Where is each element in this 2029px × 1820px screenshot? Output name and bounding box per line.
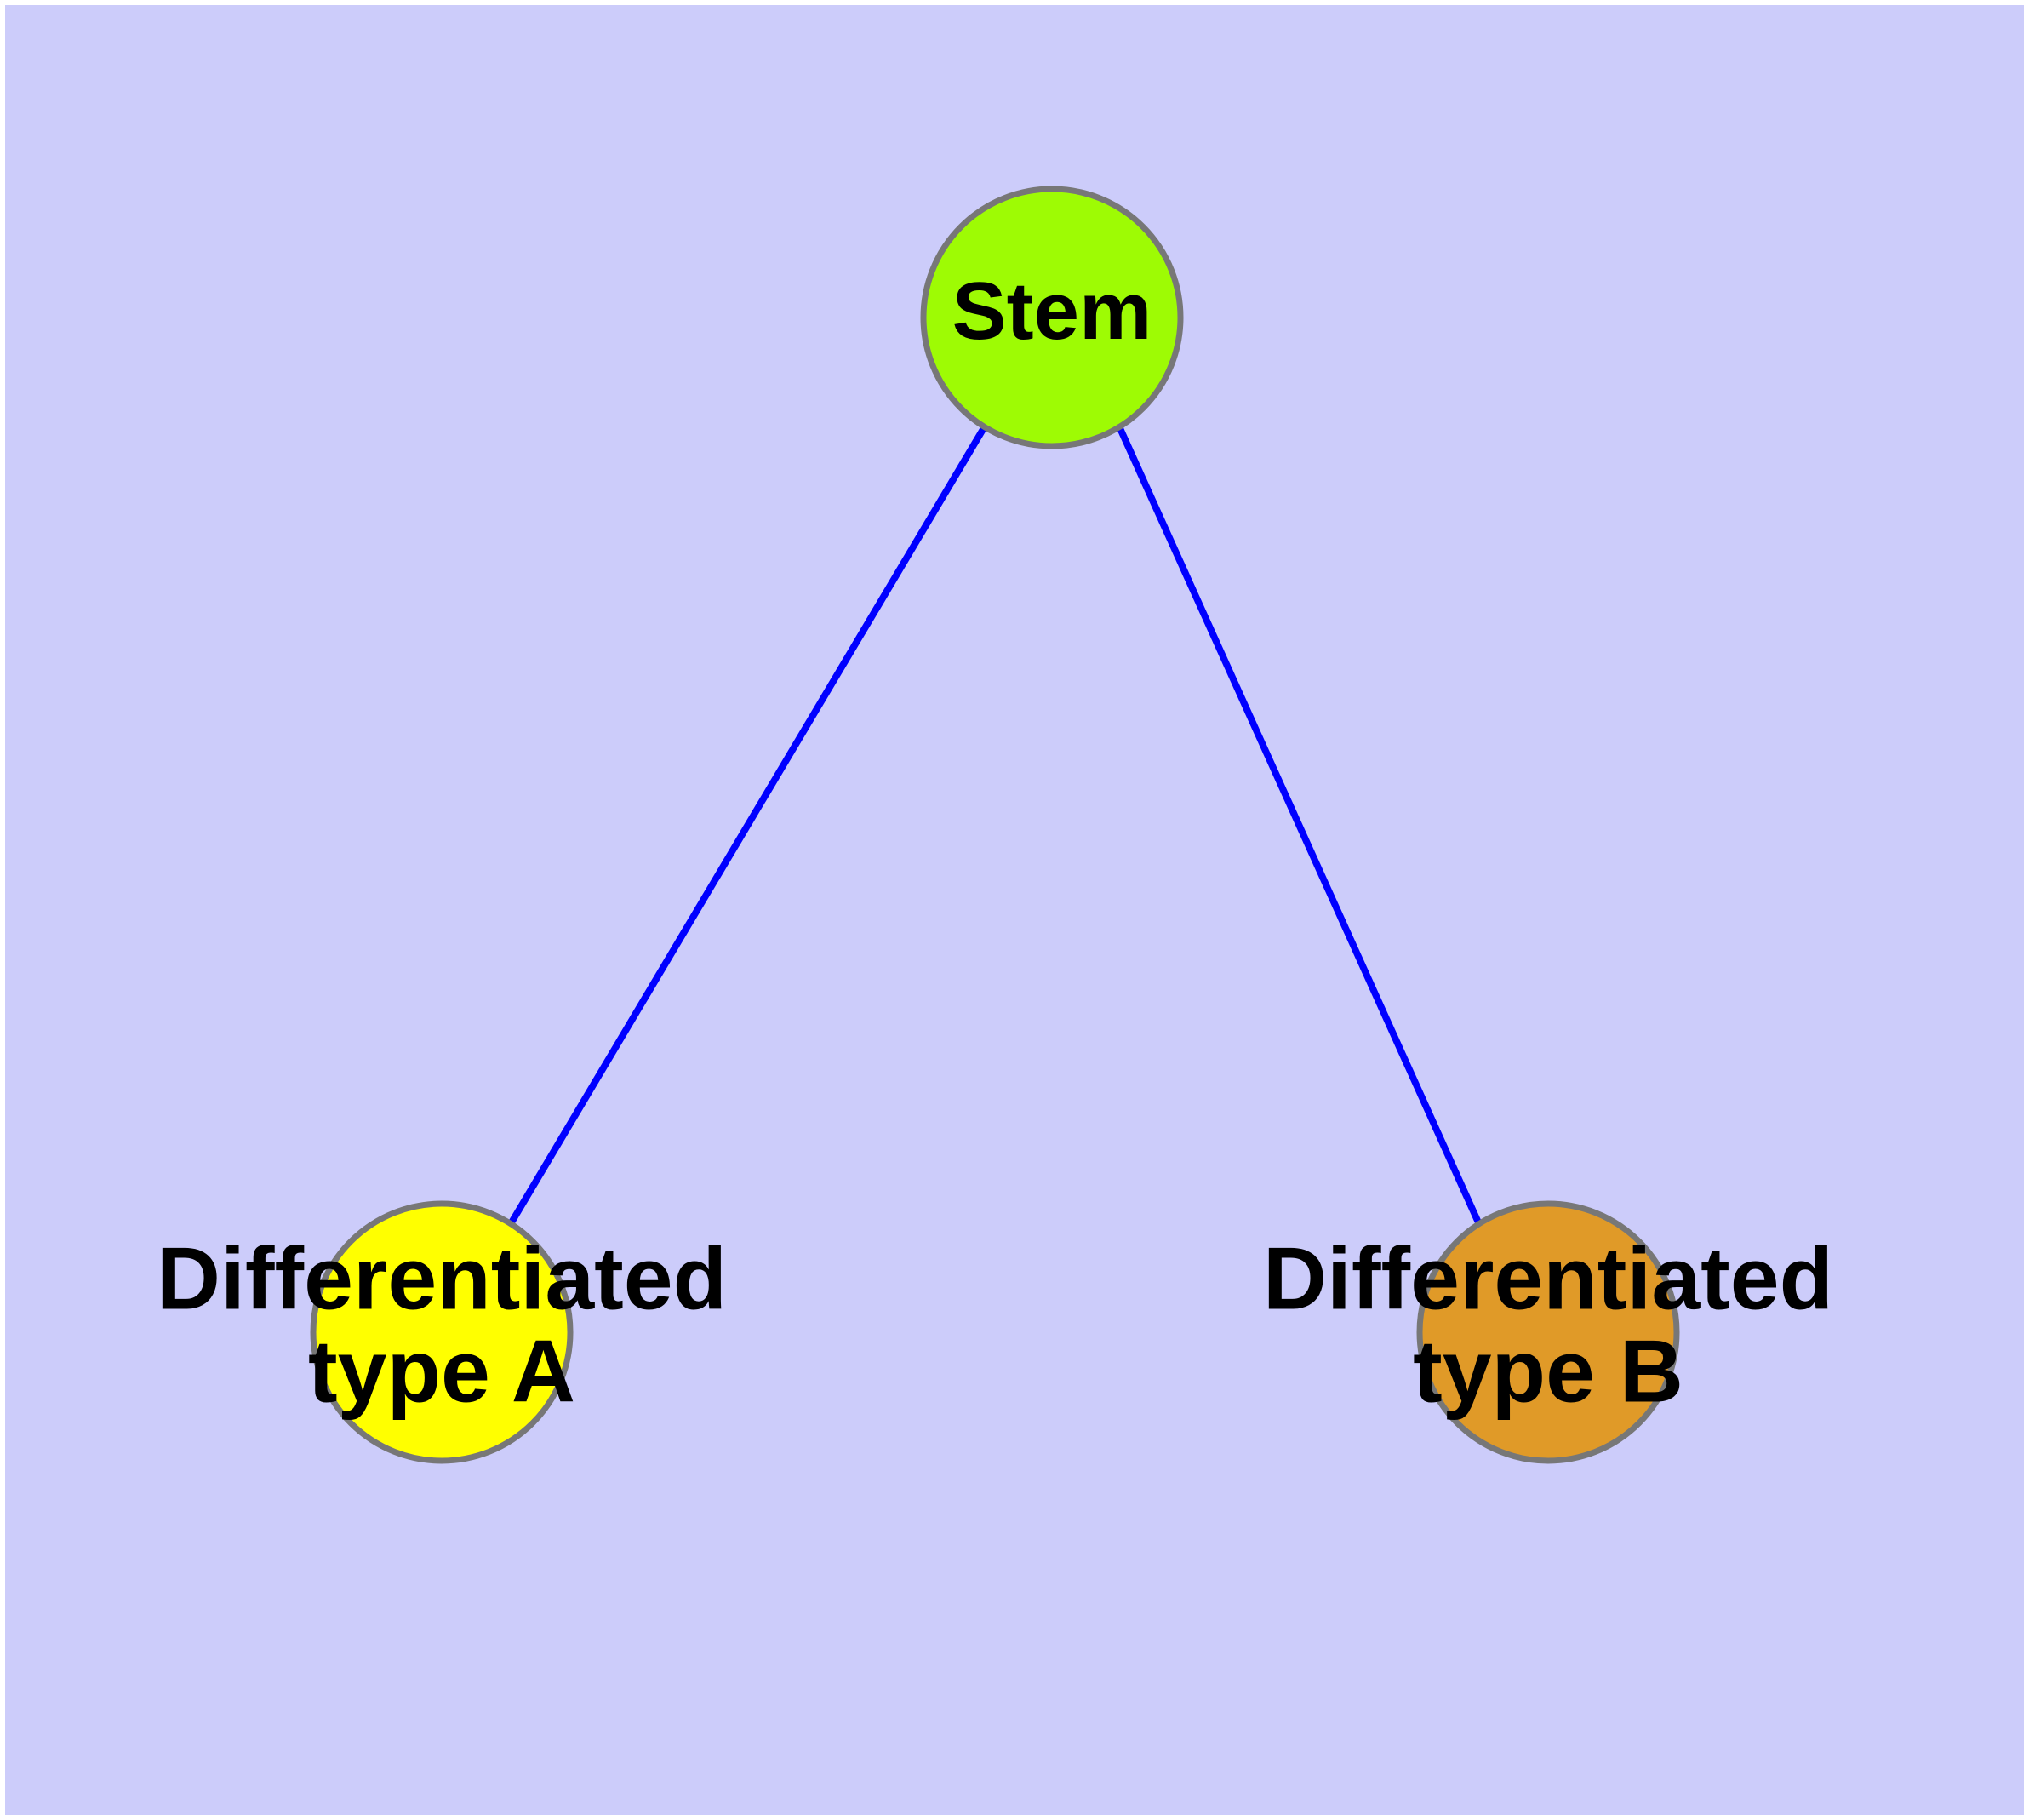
edge-layer — [508, 424, 1482, 1225]
node-stem-label: Stem — [952, 266, 1152, 357]
node-differentiated-type-a-circle[interactable] — [310, 1200, 574, 1464]
edge-stem-to-differentiated-type-b — [1116, 425, 1482, 1224]
edge-stem-to-differentiated-type-a — [508, 424, 988, 1225]
node-stem[interactable]: Stem — [920, 186, 1184, 449]
node-differentiated-type-b-circle[interactable] — [1416, 1200, 1680, 1464]
node-stem-circle[interactable] — [920, 186, 1184, 449]
